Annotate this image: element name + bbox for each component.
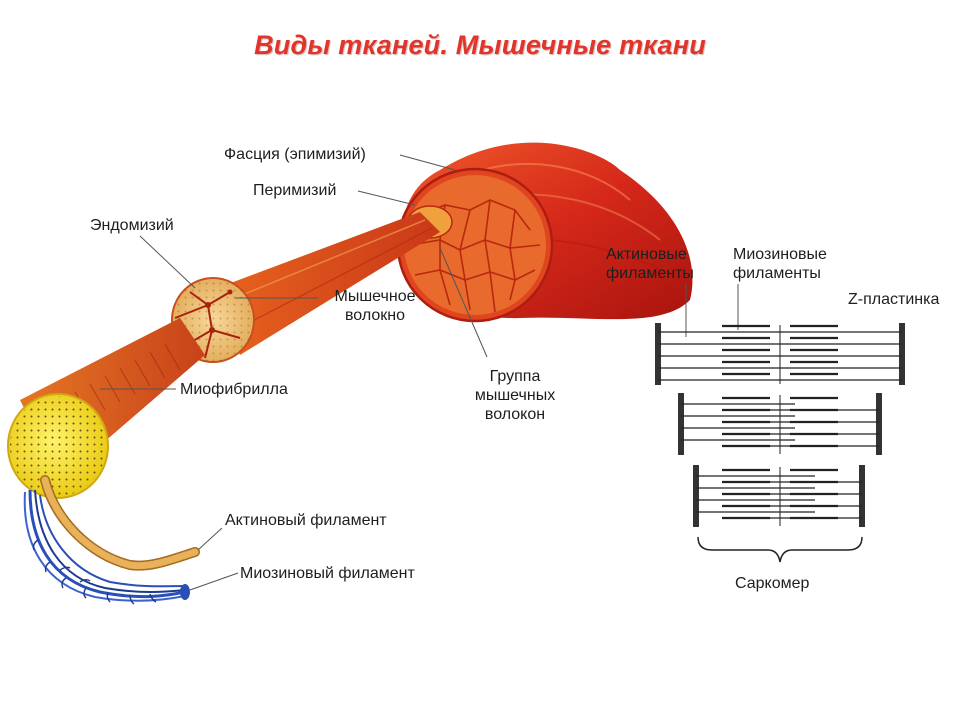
label-actin-filament: Актиновый филамент [225, 512, 387, 529]
label-fiber-group-line1: Группа [489, 368, 541, 385]
muscle-fiber [7, 318, 205, 499]
label-fascia: Фасция (эпимизий) [224, 146, 366, 163]
label-z-disc: Z-пластинка [848, 291, 940, 308]
sarcomere-partially-contracted [678, 393, 882, 455]
label-actin-filaments-line2: филаменты [606, 265, 694, 282]
sarcomere-contracted [693, 465, 865, 527]
sarcomere-relaxed [655, 323, 905, 385]
label-muscle-fiber-line2: волокно [344, 307, 405, 324]
label-fiber-group-line3: волокон [484, 406, 546, 423]
label-actin-filaments-line1: Актиновые [606, 246, 687, 263]
leader-lines [100, 154, 739, 591]
label-perimysium: Перимизий [253, 182, 337, 199]
label-myofibril: Миофибрилла [180, 381, 288, 398]
label-muscle-fiber: Мышечное волокно [320, 287, 430, 325]
label-fiber-group: Группа мышечных волокон [455, 367, 575, 424]
sarcomere-brace [697, 536, 863, 563]
actin-filament-illustration [40, 475, 200, 571]
label-actin-filaments: Актиновые филаменты [606, 245, 694, 283]
sarcomere-diagrams [655, 323, 905, 563]
label-endomysium: Эндомизий [90, 217, 174, 234]
whole-muscle [396, 142, 693, 323]
label-fiber-group-line2: мышечных [474, 387, 556, 404]
label-muscle-fiber-line1: Мышечное [334, 288, 416, 305]
label-myosin-filament: Миозиновый филамент [240, 565, 415, 582]
label-myosin-filaments: Миозиновые филаменты [733, 245, 827, 283]
label-myosin-filaments-line1: Миозиновые [733, 246, 827, 263]
label-myosin-filaments-line2: филаменты [733, 265, 821, 282]
myosin-filament-illustration [23, 489, 190, 605]
label-sarcomere: Саркомер [735, 575, 810, 592]
page-title: Виды тканей. Мышечные ткани [254, 30, 706, 60]
